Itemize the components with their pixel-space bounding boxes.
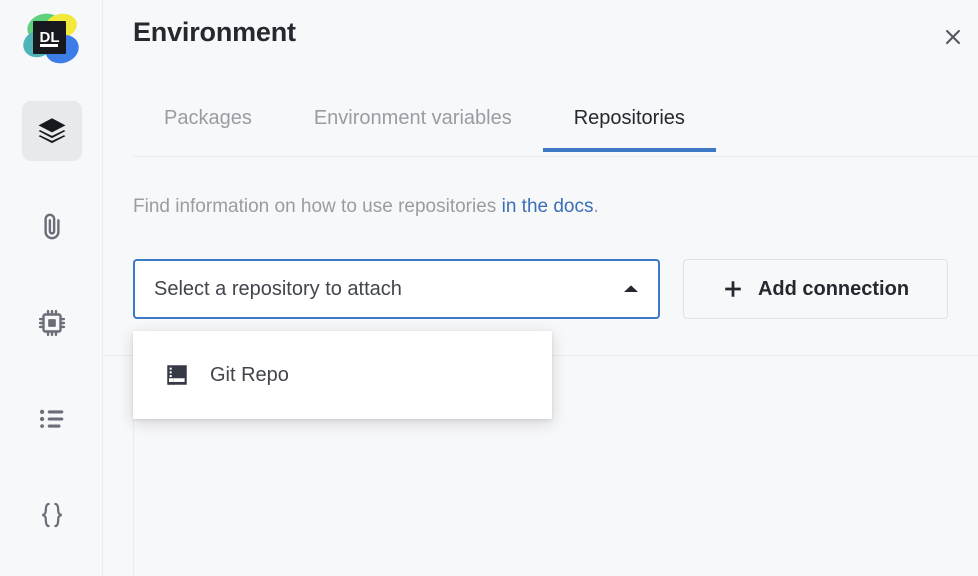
- chevron-up-icon[interactable]: [604, 282, 658, 296]
- close-button[interactable]: [936, 22, 970, 56]
- dropdown-option-git-repo[interactable]: Git Repo: [133, 337, 552, 413]
- description-text: Find information on how to use repositor…: [133, 196, 599, 218]
- curly-braces-icon: [35, 498, 69, 532]
- add-connection-button[interactable]: Add connection: [683, 259, 948, 319]
- sidebar-item-outline[interactable]: [22, 389, 82, 449]
- environment-panel: Environment Packages Environment variabl…: [103, 0, 978, 576]
- sidebar-item-attached-data[interactable]: [22, 197, 82, 257]
- tab-bar-divider: [133, 156, 978, 157]
- close-icon: [942, 26, 964, 53]
- page-title: Environment: [133, 17, 296, 47]
- git-repo-book-icon: [164, 362, 190, 388]
- tab-bar: Packages Environment variables Repositor…: [133, 101, 717, 158]
- dropdown-option-label: Git Repo: [210, 363, 289, 386]
- datalore-logo: DL: [14, 8, 88, 74]
- cpu-chip-icon: [35, 306, 69, 340]
- sidebar-item-compute[interactable]: [22, 293, 82, 353]
- add-connection-label: Add connection: [757, 277, 910, 300]
- paperclip-icon: [35, 210, 69, 244]
- repository-dropdown-menu: Git Repo: [133, 331, 552, 419]
- repository-select[interactable]: Select a repository to attach: [133, 259, 660, 319]
- tab-packages[interactable]: Packages: [164, 107, 252, 129]
- plus-icon: [722, 278, 744, 300]
- tab-repositories[interactable]: Repositories: [542, 101, 717, 152]
- sidebar-item-variables[interactable]: [22, 485, 82, 545]
- layers-icon: [35, 114, 69, 148]
- tab-environment-variables[interactable]: Environment variables: [313, 107, 512, 129]
- svg-text:DL: DL: [40, 29, 60, 46]
- repository-select-value: Select a repository to attach: [154, 277, 402, 300]
- description-suffix: .: [593, 196, 599, 217]
- docs-link[interactable]: in the docs: [501, 196, 594, 217]
- list-icon: [35, 402, 69, 436]
- sidebar-item-environment[interactable]: [22, 101, 82, 161]
- left-icon-rail: DL: [0, 0, 103, 576]
- content-left-divider: [133, 356, 134, 576]
- description-prefix: Find information on how to use repositor…: [133, 196, 502, 217]
